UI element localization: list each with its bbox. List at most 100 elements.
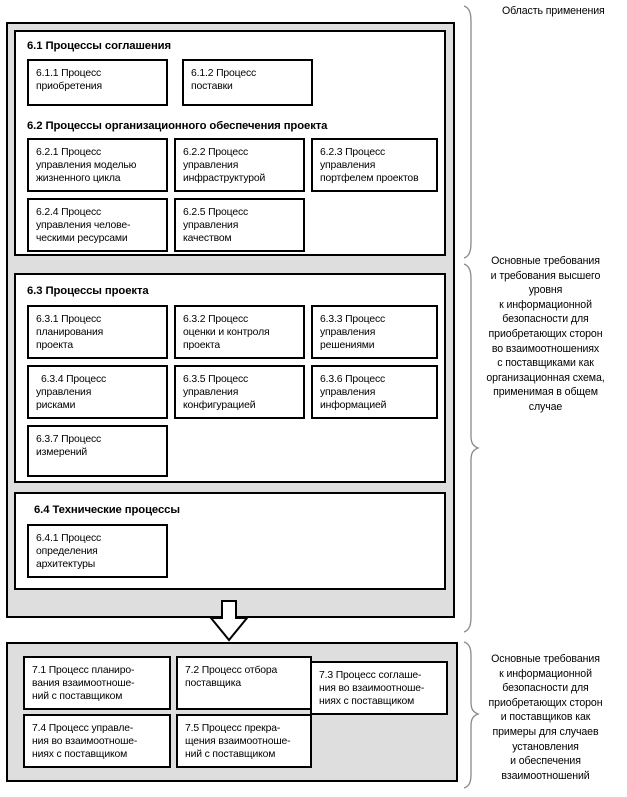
box-line: рисками [36, 400, 76, 412]
process-box-6-2-3[interactable]: 6.2.3 Процесс управления портфелем проек… [311, 138, 438, 192]
box-line: 6.3.4 Процесс [41, 374, 107, 385]
bottom-stage-container: 7.1 Процесс планиро- вания взаимоотноше-… [6, 642, 458, 782]
box-line: 6.3.2 Процесс [183, 314, 249, 325]
process-box-6-2-1[interactable]: 6.2.1 Процесс управления моделью жизненн… [27, 138, 168, 192]
process-box-6-3-2[interactable]: 6.3.2 Процесс оценки и контроля проекта [174, 305, 305, 359]
annotation-scope: Область применения [502, 4, 627, 19]
annotation-line: уровня [528, 284, 563, 297]
process-box-6-3-3[interactable]: 6.3.3 Процесс управления решениями [311, 305, 438, 359]
box-line: качеством [183, 233, 232, 245]
box-line: ческими ресурсами [36, 233, 128, 245]
box-line: ниях с поставщиком [319, 696, 415, 708]
process-box-6-4-1[interactable]: 6.4.1 Процесс определения архитектуры [27, 524, 168, 578]
box-line: ниях с поставщиком [32, 749, 128, 761]
annotation-line: приобретающих сторон [488, 327, 603, 340]
box-line: 6.3.5 Процесс [183, 374, 249, 385]
box-line: 6.3.7 Процесс [36, 434, 102, 445]
process-box-6-3-4[interactable]: 6.3.4 Процесс управления рисками [27, 365, 168, 419]
box-line: 6.2.1 Процесс [36, 147, 102, 158]
box-line: определения [36, 546, 98, 558]
box-line: управления [183, 387, 239, 399]
annotation-line: Основные требования [491, 255, 600, 267]
box-line: 6.3.3 Процесс [320, 314, 386, 325]
process-box-6-3-5[interactable]: 6.3.5 Процесс управления конфигурацией [174, 365, 305, 419]
process-box-6-3-6[interactable]: 6.3.6 Процесс управления информацией [311, 365, 438, 419]
annotation-line: к информационной [499, 298, 592, 311]
brace-main-requirements-bottom [462, 640, 480, 790]
group-title-6-2: 6.2 Процессы организационного обеспечени… [27, 120, 328, 132]
box-line: 6.1.2 Процесс [191, 68, 257, 79]
group-title-6-3: 6.3 Процессы проекта [27, 285, 149, 297]
box-line: 7.1 Процесс планиро- [32, 665, 135, 676]
box-line: 6.3.1 Процесс [36, 314, 102, 325]
annotation-line: и требования высшего [490, 269, 601, 282]
annotation-main-requirements-bottom: Основные требования к информационной без… [464, 652, 627, 783]
annotation-line: взаимоотношений [501, 769, 590, 782]
brace-main-requirements-top [462, 262, 480, 634]
box-line: управления [183, 220, 239, 232]
box-line: управления [320, 160, 376, 172]
box-line: вания взаимоотноше- [32, 678, 135, 690]
box-line: 7.2 Процесс отбора [185, 665, 278, 676]
box-line: 6.2.2 Процесс [183, 147, 249, 158]
box-line: поставки [191, 81, 233, 93]
process-box-6-2-4[interactable]: 6.2.4 Процесс управления челове- ческими… [27, 198, 168, 252]
box-line: 6.4.1 Процесс [36, 533, 102, 544]
box-line: 6.3.6 Процесс [320, 374, 386, 385]
annotation-line: установления [512, 740, 579, 753]
box-line: конфигурацией [183, 400, 256, 412]
box-line: поставщика [185, 678, 241, 690]
box-line: управления моделью [36, 160, 137, 172]
box-line: проекта [36, 340, 73, 352]
box-line: портфелем проектов [320, 173, 419, 185]
box-line: 7.3 Процесс соглаше- [319, 670, 422, 681]
group-title-6-4: 6.4 Технические процессы [34, 504, 180, 516]
box-line: жизненного цикла [36, 173, 121, 185]
box-line: ния во взаимоотноше- [32, 736, 138, 748]
box-line: решениями [320, 340, 375, 352]
process-box-7-5[interactable]: 7.5 Процесс прекра- щения взаимоотноше- … [176, 714, 312, 768]
process-box-7-1[interactable]: 7.1 Процесс планиро- вания взаимоотноше-… [23, 656, 171, 710]
flow-down-arrow [208, 600, 250, 642]
box-line: щения взаимоотноше- [185, 736, 291, 748]
box-line: 6.2.4 Процесс [36, 207, 102, 218]
panel-agreement-and-organizational: 6.1 Процессы соглашения 6.1.1 Процесс пр… [14, 30, 446, 256]
annotation-main-requirements-top: Основные требования и требования высшего… [464, 254, 627, 415]
process-box-6-2-2[interactable]: 6.2.2 Процесс управления инфраструктурой [174, 138, 305, 192]
annotation-line: безопасности для [502, 313, 589, 326]
box-line: 7.5 Процесс прекра- [185, 723, 281, 734]
annotation-line: с поставщиками как [497, 357, 594, 370]
annotation-line: и поставщиков как [500, 711, 591, 724]
annotation-line: и обеспечения [510, 755, 581, 768]
box-line: управления [183, 160, 239, 172]
process-box-6-1-1[interactable]: 6.1.1 Процесс приобретения [27, 59, 168, 106]
box-line: приобретения [36, 81, 102, 93]
box-line: 6.2.3 Процесс [320, 147, 386, 158]
box-line: оценки и контроля [183, 327, 270, 339]
box-line: ний с поставщиком [32, 691, 123, 703]
process-box-6-3-1[interactable]: 6.3.1 Процесс планирования проекта [27, 305, 168, 359]
panel-project-processes: 6.3 Процессы проекта 6.3.1 Процесс плани… [14, 273, 446, 483]
annotation-line: Основные требования [491, 653, 600, 665]
box-line: управления [36, 387, 92, 399]
annotation-line: безопасности для [502, 682, 589, 695]
annotation-line: приобретающих сторон [488, 696, 603, 709]
box-line: управления [320, 327, 376, 339]
process-box-6-2-5[interactable]: 6.2.5 Процесс управления качеством [174, 198, 305, 252]
box-line: ния во взаимоотноше- [319, 683, 425, 695]
annotation-line: организационная схема, [486, 371, 605, 384]
box-line: планирования [36, 327, 104, 339]
box-line: 6.2.5 Процесс [183, 207, 249, 218]
group-title-6-1: 6.1 Процессы соглашения [27, 40, 172, 52]
box-line: измерений [36, 447, 88, 459]
process-box-6-1-2[interactable]: 6.1.2 Процесс поставки [182, 59, 313, 106]
process-box-7-2[interactable]: 7.2 Процесс отбора поставщика [176, 656, 312, 710]
box-line: информацией [320, 400, 387, 412]
box-line: инфраструктурой [183, 173, 266, 185]
annotation-line: случае [528, 400, 563, 413]
annotation-line: к информационной [499, 667, 592, 680]
box-line: 6.1.1 Процесс [36, 68, 102, 79]
process-box-7-3[interactable]: 7.3 Процесс соглаше- ния во взаимоотноше… [310, 661, 448, 715]
process-box-6-3-7[interactable]: 6.3.7 Процесс измерений [27, 425, 168, 477]
process-box-7-4[interactable]: 7.4 Процесс управле- ния во взаимоотноше… [23, 714, 171, 768]
